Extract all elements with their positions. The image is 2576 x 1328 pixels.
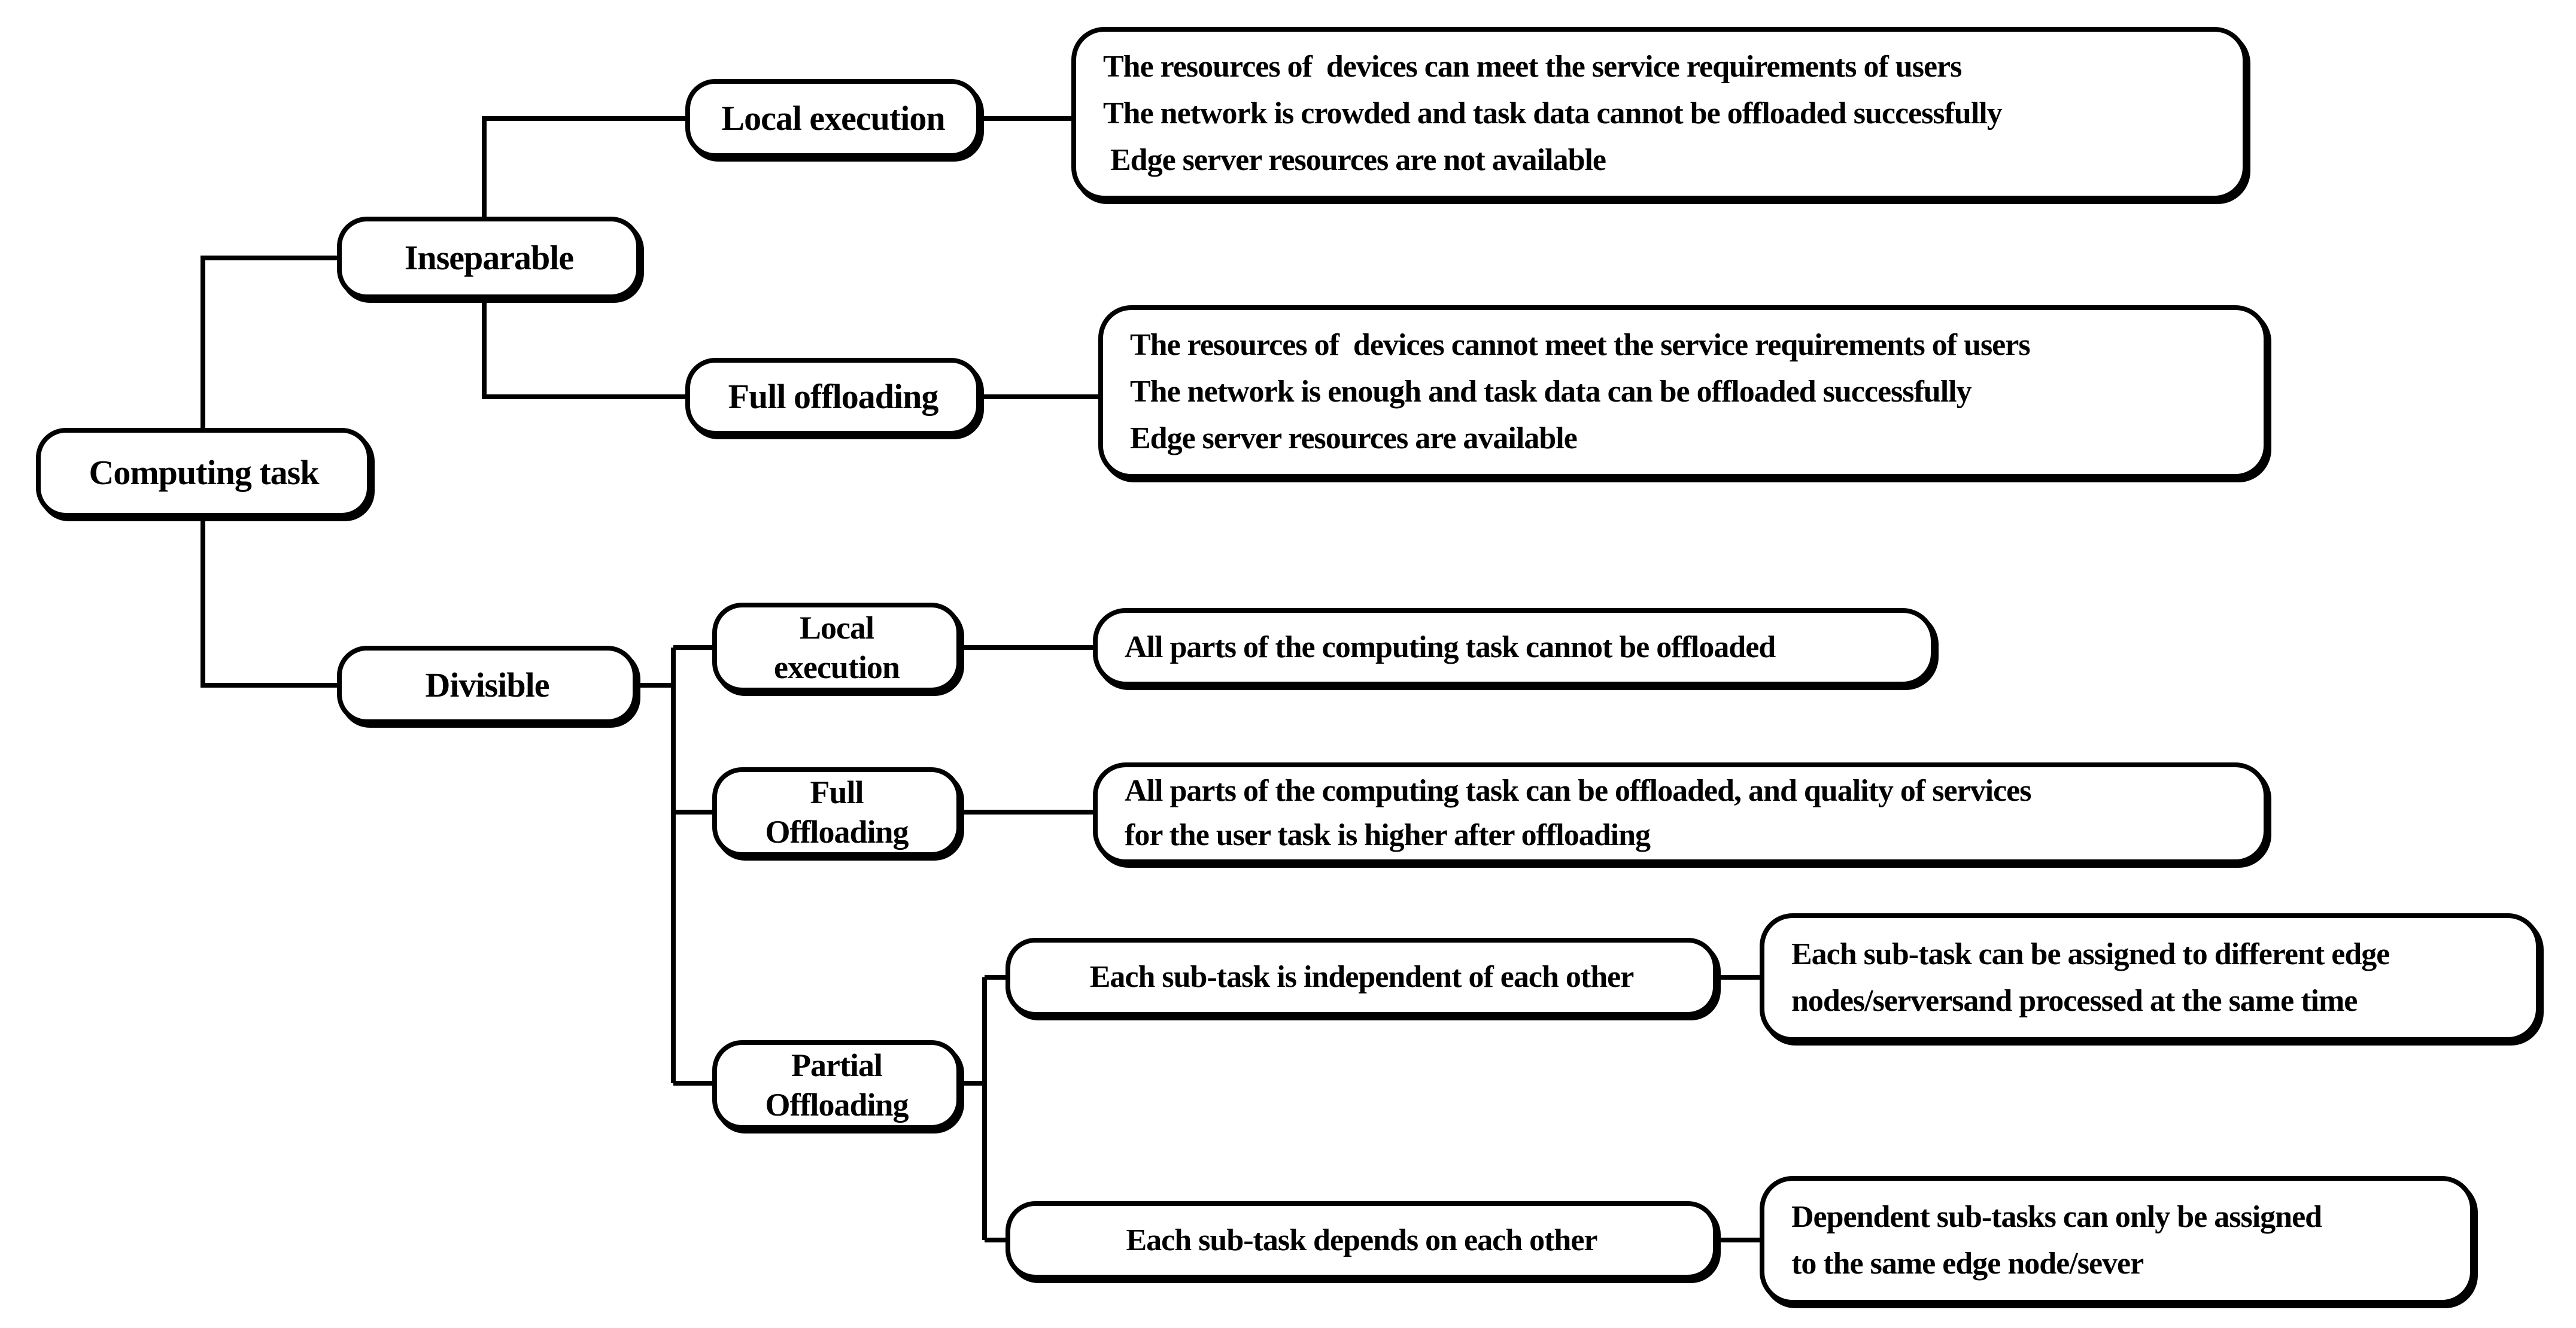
node-local-execution-divisible: Local execution — [712, 603, 961, 692]
desc-line: nodes/serversand processed at the same t… — [1791, 983, 2358, 1018]
node-subtask-independent: Each sub-task is independent of each oth… — [1006, 938, 1718, 1017]
desc-subtask-independent: Each sub-task can be assigned to differe… — [1760, 913, 2541, 1042]
node-label: Computing task — [89, 453, 319, 492]
node-label-line: execution — [774, 649, 900, 685]
desc-full-offloading-inseparable: The resources of devices cannot meet the… — [1098, 305, 2268, 479]
node-label: Divisible — [425, 665, 550, 704]
node-label-line: Offloading — [765, 1087, 909, 1123]
desc-line: The network is enough and task data can … — [1130, 375, 1972, 409]
node-computing-task: Computing task — [36, 428, 372, 518]
connector-root-to-inseparable — [201, 256, 337, 428]
node-partial-offloading: Partial Offloading — [712, 1040, 961, 1130]
node-label-line: Local — [800, 610, 874, 646]
node-inseparable: Inseparable — [337, 217, 641, 299]
node-full-offloading-inseparable: Full offloading — [685, 358, 981, 436]
desc-local-execution-divisible: All parts of the computing task cannot b… — [1093, 608, 1936, 686]
desc-line: Edge server resources are not available — [1103, 143, 1606, 177]
node-label: Each sub-task depends on each other — [1126, 1223, 1597, 1257]
desc-line: All parts of the computing task cannot b… — [1125, 630, 1776, 664]
desc-line: The resources of devices can meet the se… — [1103, 50, 1962, 84]
desc-line: The network is crowded and task data can… — [1103, 96, 2003, 130]
node-label: Each sub-task is independent of each oth… — [1089, 960, 1635, 994]
desc-line: Each sub-task can be assigned to differe… — [1791, 937, 2390, 971]
node-label: Local execution — [721, 99, 945, 138]
desc-subtask-depends: Dependent sub-tasks can only be assigned… — [1760, 1176, 2475, 1305]
node-subtask-depends: Each sub-task depends on each other — [1006, 1201, 1718, 1280]
desc-line: The resources of devices cannot meet the… — [1130, 328, 2031, 362]
desc-line: to the same edge node/sever — [1791, 1246, 2144, 1281]
desc-line: Dependent sub-tasks can only be assigned — [1791, 1199, 2322, 1234]
desc-full-offloading-divisible: All parts of the computing task can be o… — [1093, 762, 2268, 864]
desc-local-execution-inseparable: The resources of devices can meet the se… — [1071, 27, 2247, 200]
node-label: Full offloading — [728, 377, 939, 416]
node-label: Inseparable — [404, 238, 574, 277]
node-full-offloading-divisible: Full Offloading — [712, 767, 961, 857]
desc-line: All parts of the computing task can be o… — [1125, 774, 2031, 808]
desc-line: Edge server resources are available — [1130, 421, 1578, 455]
connector-inseparable-to-local-execution — [482, 116, 685, 217]
connector-inseparable-to-full-offloading — [482, 299, 685, 399]
node-label-line: Offloading — [765, 814, 909, 850]
node-label-line: Full — [810, 774, 864, 810]
desc-line: for the user task is higher after offloa… — [1125, 818, 1651, 852]
node-local-execution-inseparable: Local execution — [685, 79, 981, 158]
node-label-line: Partial — [791, 1047, 883, 1083]
node-divisible: Divisible — [337, 646, 637, 724]
connector-root-to-divisible — [201, 518, 337, 688]
